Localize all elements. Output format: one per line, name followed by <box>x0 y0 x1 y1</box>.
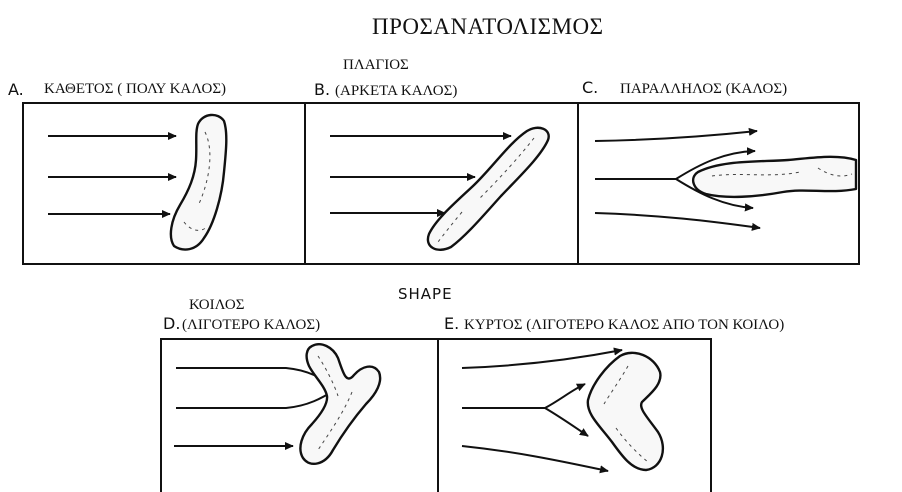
panel-e-frame <box>438 339 711 492</box>
panel-d-stone <box>300 344 380 464</box>
panel-c-stone <box>693 157 856 197</box>
panel-b-stone <box>428 128 549 250</box>
panel-e-stone <box>588 353 663 470</box>
flow-arrow <box>462 350 622 368</box>
flow-arrow <box>595 213 760 228</box>
flow-arrow <box>545 408 588 436</box>
panel-a-flow-arrows <box>48 136 176 214</box>
flow-arrow <box>462 446 608 471</box>
flow-arrow <box>595 131 757 141</box>
panel-a-frame <box>23 103 305 264</box>
panel-d-frame <box>161 339 438 492</box>
panel-a-stone <box>171 115 226 250</box>
flow-arrow <box>176 390 335 408</box>
flow-arrow <box>462 384 585 408</box>
